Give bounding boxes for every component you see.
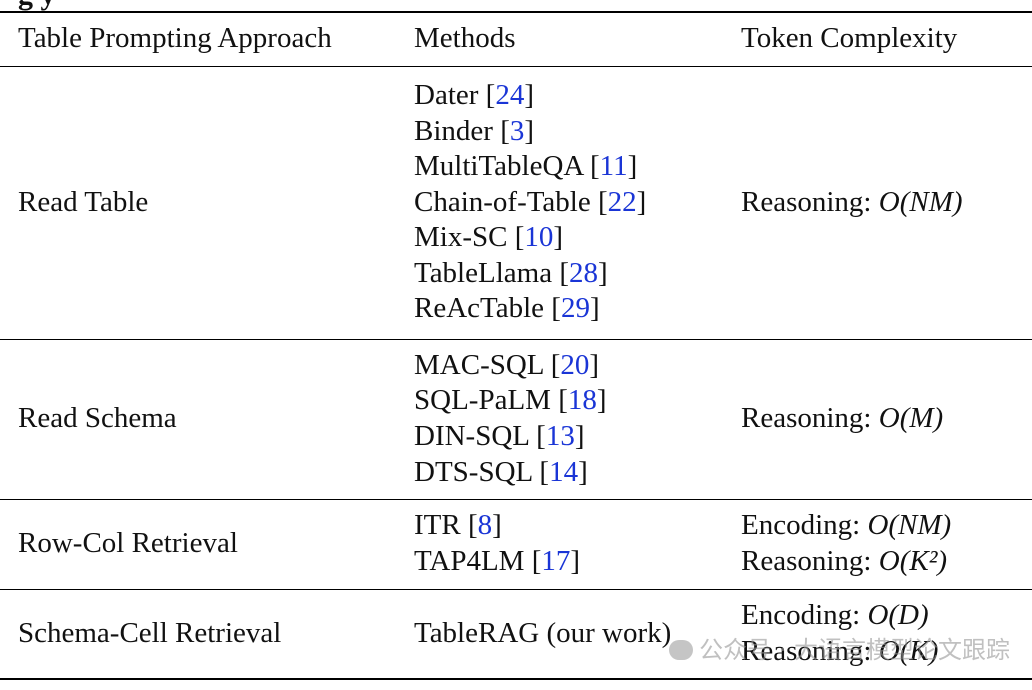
- complexity-label: Reasoning:: [741, 185, 872, 218]
- method-item: MAC-SQL [20]: [414, 348, 600, 381]
- method-name: Binder: [414, 114, 493, 147]
- method-item: TableRAG (our work): [414, 616, 741, 652]
- method-name: Dater: [414, 78, 479, 111]
- methods-cell: MAC-SQL [20]SQL-PaLM [18]DIN-SQL [13]DTS…: [414, 339, 741, 500]
- method-name: MAC-SQL: [414, 348, 544, 381]
- citation-link[interactable]: 24: [495, 78, 525, 111]
- citation-link[interactable]: 18: [567, 384, 597, 417]
- complexity-formula: O(K): [878, 634, 939, 667]
- complexity-label: Reasoning:: [741, 402, 872, 435]
- method-item: Chain-of-Table [22]: [414, 185, 647, 218]
- citation-link[interactable]: 8: [477, 509, 493, 542]
- citation-link[interactable]: 22: [607, 185, 637, 218]
- method-name: TableRAG (our work): [414, 616, 672, 649]
- comparison-table: Table Prompting Approach Methods Token C…: [0, 11, 1032, 680]
- methods-cell: Dater [24]Binder [3]MultiTableQA [11]Cha…: [414, 66, 741, 340]
- citation-link[interactable]: 13: [545, 420, 575, 452]
- method-name: Chain-of-Table: [414, 185, 591, 218]
- citation-link[interactable]: 17: [541, 545, 571, 577]
- method-item: Dater [24]: [414, 78, 534, 111]
- citation-link[interactable]: 29: [560, 292, 590, 325]
- approach-cell: Read Schema: [0, 339, 414, 500]
- method-name: Mix-SC: [414, 221, 508, 254]
- method-name: DTS-SQL: [414, 455, 533, 488]
- complexity-label: Encoding:: [741, 599, 861, 632]
- method-name: TableLlama: [414, 256, 553, 289]
- method-name: DIN-SQL: [414, 420, 529, 452]
- complexity-item: Reasoning: O(K²): [741, 544, 1032, 580]
- method-name: MultiTableQA: [414, 150, 583, 183]
- method-item: ITR [8]: [414, 509, 502, 542]
- methods-cell: TableRAG (our work): [414, 589, 741, 680]
- method-item: Mix-SC [10]: [414, 221, 564, 254]
- methods-cell: ITR [8]TAP4LM [17]: [414, 499, 741, 590]
- complexity-label: Reasoning:: [741, 545, 872, 577]
- header-methods: Methods: [414, 11, 741, 67]
- complexity-cell: Encoding: O(D)Reasoning: O(K): [741, 589, 1032, 680]
- complexity-item: Reasoning: O(NM): [741, 185, 1032, 221]
- method-item: DIN-SQL [13]: [414, 420, 585, 452]
- complexity-formula: O(NM): [878, 185, 963, 218]
- complexity-item: Encoding: O(NM): [741, 508, 1032, 544]
- method-name: SQL-PaLM: [414, 384, 551, 417]
- method-item: TableLlama [28]: [414, 256, 608, 289]
- approach-cell: Read Table: [0, 66, 414, 340]
- watermark-text: 公众号 · 大语言模型论文跟踪: [699, 636, 1010, 664]
- complexity-item: Reasoning: O(K): [741, 634, 1032, 670]
- complexity-label: Encoding:: [741, 509, 861, 542]
- complexity-cell: Reasoning: O(M): [741, 339, 1032, 500]
- method-name: TAP4LM: [414, 545, 525, 577]
- complexity-cell: Encoding: O(NM)Reasoning: O(K²): [741, 499, 1032, 590]
- method-name: ReAcTable: [414, 292, 545, 325]
- citation-link[interactable]: 10: [524, 221, 554, 254]
- watermark: 公众号 · 大语言模型论文跟踪: [669, 630, 1010, 665]
- citation-link[interactable]: 14: [549, 455, 579, 488]
- approach-cell: Schema-Cell Retrieval: [0, 589, 414, 680]
- method-item: TAP4LM [17]: [414, 545, 581, 577]
- method-name: ITR: [414, 509, 461, 542]
- citation-link[interactable]: 28: [568, 256, 598, 289]
- header-approach: Table Prompting Approach: [0, 11, 414, 67]
- complexity-item: Reasoning: O(M): [741, 401, 1032, 437]
- header-complexity: Token Complexity: [741, 11, 1032, 67]
- method-item: DTS-SQL [14]: [414, 455, 588, 488]
- method-item: Binder [3]: [414, 114, 535, 147]
- approach-cell: Row-Col Retrieval: [0, 499, 414, 590]
- complexity-item: Encoding: O(D): [741, 598, 1032, 634]
- complexity-formula: O(M): [878, 402, 944, 435]
- wechat-icon: [669, 640, 694, 660]
- citation-link[interactable]: 3: [509, 114, 525, 147]
- complexity-formula: O(NM): [867, 509, 952, 542]
- method-item: SQL-PaLM [18]: [414, 384, 607, 417]
- method-item: ReAcTable [29]: [414, 292, 600, 325]
- citation-link[interactable]: 11: [599, 150, 628, 183]
- caption-fragment: g y: [18, 0, 56, 12]
- header-row: Table Prompting Approach Methods Token C…: [0, 11, 1032, 67]
- complexity-formula: O(D): [867, 599, 929, 632]
- complexity-cell: Reasoning: O(NM): [741, 66, 1032, 340]
- method-item: MultiTableQA [11]: [414, 150, 638, 183]
- citation-link[interactable]: 20: [560, 348, 590, 381]
- complexity-label: Reasoning:: [741, 634, 872, 667]
- complexity-formula: O(K²): [878, 545, 948, 577]
